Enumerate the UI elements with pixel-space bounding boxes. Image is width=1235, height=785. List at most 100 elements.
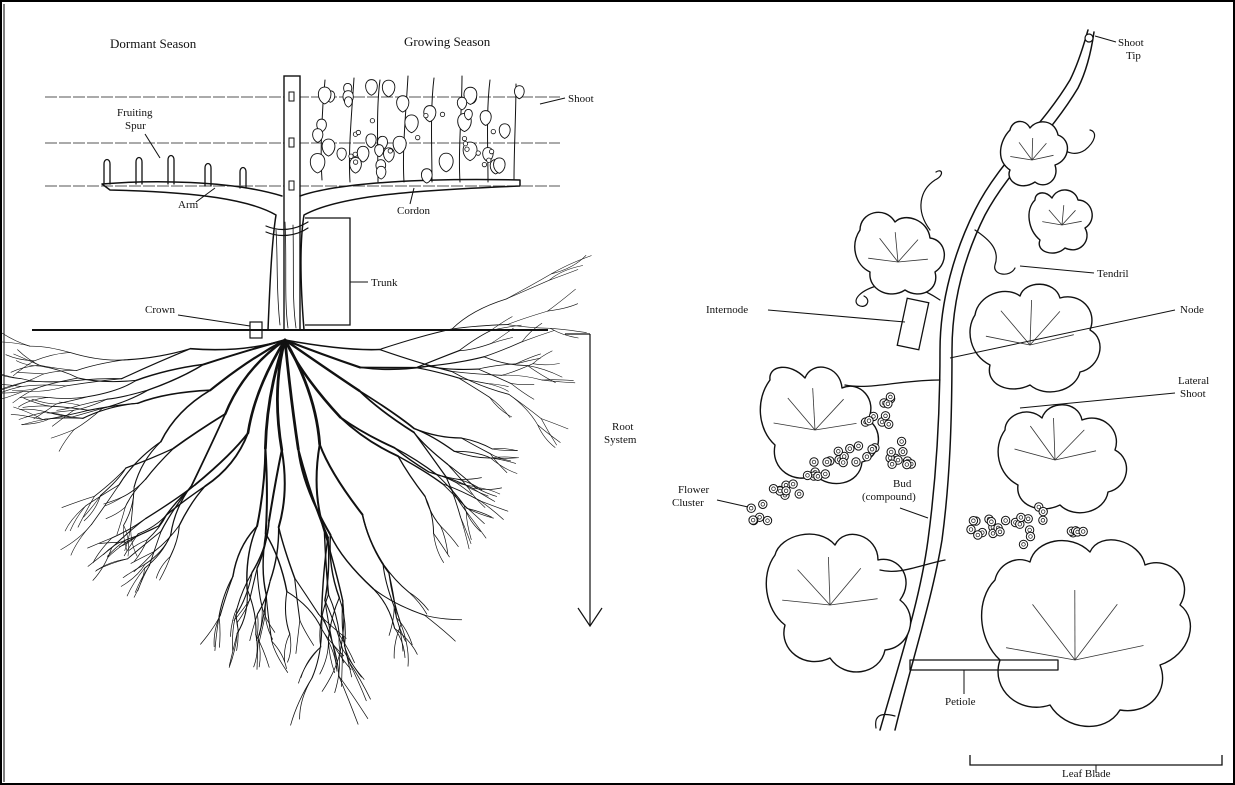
root-branch: [61, 525, 92, 550]
root-branch: [441, 526, 459, 546]
canopy-leaf: [499, 124, 510, 139]
root-branch: [257, 568, 262, 608]
root-branch: [34, 352, 69, 360]
flower-bud: [854, 442, 862, 450]
root-branch: [362, 515, 389, 574]
leaf-upper-left: [855, 212, 945, 294]
root-branch: [552, 256, 592, 274]
canopy-grape: [353, 160, 357, 164]
flower-bud: [795, 490, 803, 498]
root-branch: [62, 496, 95, 507]
root-branch: [538, 425, 561, 443]
root-branch: [300, 620, 314, 645]
trellis-post: [284, 76, 300, 330]
shoot-tip-label-1: Shoot: [1118, 37, 1144, 49]
root-branch: [219, 616, 220, 647]
flower-bud: [839, 458, 847, 466]
flower-bud: [1039, 507, 1047, 515]
root-branch: [229, 633, 237, 665]
flower-bud: [888, 460, 896, 468]
root-branch: [71, 525, 92, 556]
tendril-label: Tendril: [1097, 268, 1129, 280]
shoot-tip-leader: [1095, 36, 1116, 42]
flower-bud: [782, 487, 790, 495]
root-branch: [266, 534, 287, 592]
root-branch: [160, 556, 171, 580]
root-branch: [550, 328, 586, 332]
root-branch: [266, 594, 272, 641]
root-branch: [466, 511, 471, 539]
flower-bud: [1019, 540, 1027, 548]
root-branch: [389, 607, 394, 636]
flower-bud: [885, 420, 893, 428]
root-branch: [269, 450, 282, 520]
root-branch: [344, 646, 361, 678]
flower-bud: [821, 470, 829, 478]
canopy-grape: [356, 130, 360, 134]
flower-bud: [803, 471, 811, 479]
growing-season-header: Growing Season: [404, 34, 491, 49]
flower-cluster-label-2: Cluster: [672, 497, 704, 509]
crown-label: Crown: [145, 304, 175, 316]
flower-bud: [1079, 527, 1087, 535]
root-branch: [30, 346, 70, 352]
canopy-leaf: [318, 87, 331, 104]
leaf-blade-bracket: [970, 755, 1222, 765]
flower-bud: [868, 445, 876, 453]
leaf-blade-label: Leaf Blade: [1062, 768, 1111, 780]
root-branch: [146, 448, 174, 479]
root-branch: [362, 515, 383, 564]
root-branch: [121, 564, 145, 586]
root-branch: [339, 635, 354, 663]
shoot-label-left: Shoot: [568, 93, 594, 105]
root-branch: [108, 542, 127, 557]
root-branch: [20, 397, 48, 398]
root-branch: [502, 375, 542, 380]
canopy-leaf: [464, 109, 472, 119]
root-branch: [383, 564, 409, 592]
flower-bud: [834, 447, 842, 455]
root-system-label-2: System: [604, 434, 637, 446]
canopy-leaf: [366, 134, 376, 148]
flower-bud: [887, 448, 895, 456]
leaf-top-small: [1001, 121, 1068, 185]
root-branch: [481, 501, 508, 511]
flower-bud: [759, 500, 767, 508]
root-branch: [148, 364, 203, 390]
root-branch: [11, 365, 39, 372]
root-branch: [490, 454, 507, 473]
internode-label: Internode: [706, 304, 748, 316]
root-branch: [528, 366, 563, 378]
root-branch: [359, 391, 414, 429]
root-branch: [117, 507, 125, 535]
canopy-leaf: [421, 169, 432, 183]
canopy-leaf: [382, 80, 395, 97]
fruiting-spur-leader: [145, 134, 160, 158]
root-branch: [161, 390, 210, 441]
flower-bud: [996, 528, 1004, 536]
root-branch: [424, 615, 461, 620]
lateral-shoot-leader: [1020, 393, 1175, 408]
flower-bud: [863, 453, 871, 461]
root-branch: [2, 333, 30, 346]
root-branch: [481, 501, 504, 519]
root-branch: [42, 366, 79, 378]
root-branch: [0, 372, 22, 379]
left-panel: Dormant Season Growing Season: [0, 34, 637, 725]
canopy-leaf: [375, 145, 384, 157]
root-branch: [123, 564, 145, 577]
root-branch: [434, 534, 444, 563]
crown-leader: [178, 315, 250, 326]
root-branch: [507, 311, 547, 325]
trunk-label: Trunk: [371, 277, 398, 289]
root-branch: [285, 340, 359, 391]
flower-bud: [810, 458, 818, 466]
fruiting-spur-label-2: Spur: [125, 120, 146, 132]
root-branch: [511, 383, 534, 399]
internode-marker: [897, 298, 928, 350]
root-branch: [359, 391, 414, 433]
root-branch: [467, 508, 491, 517]
root-branch: [490, 397, 510, 417]
root-branch: [156, 556, 170, 578]
root-branch: [409, 592, 427, 614]
